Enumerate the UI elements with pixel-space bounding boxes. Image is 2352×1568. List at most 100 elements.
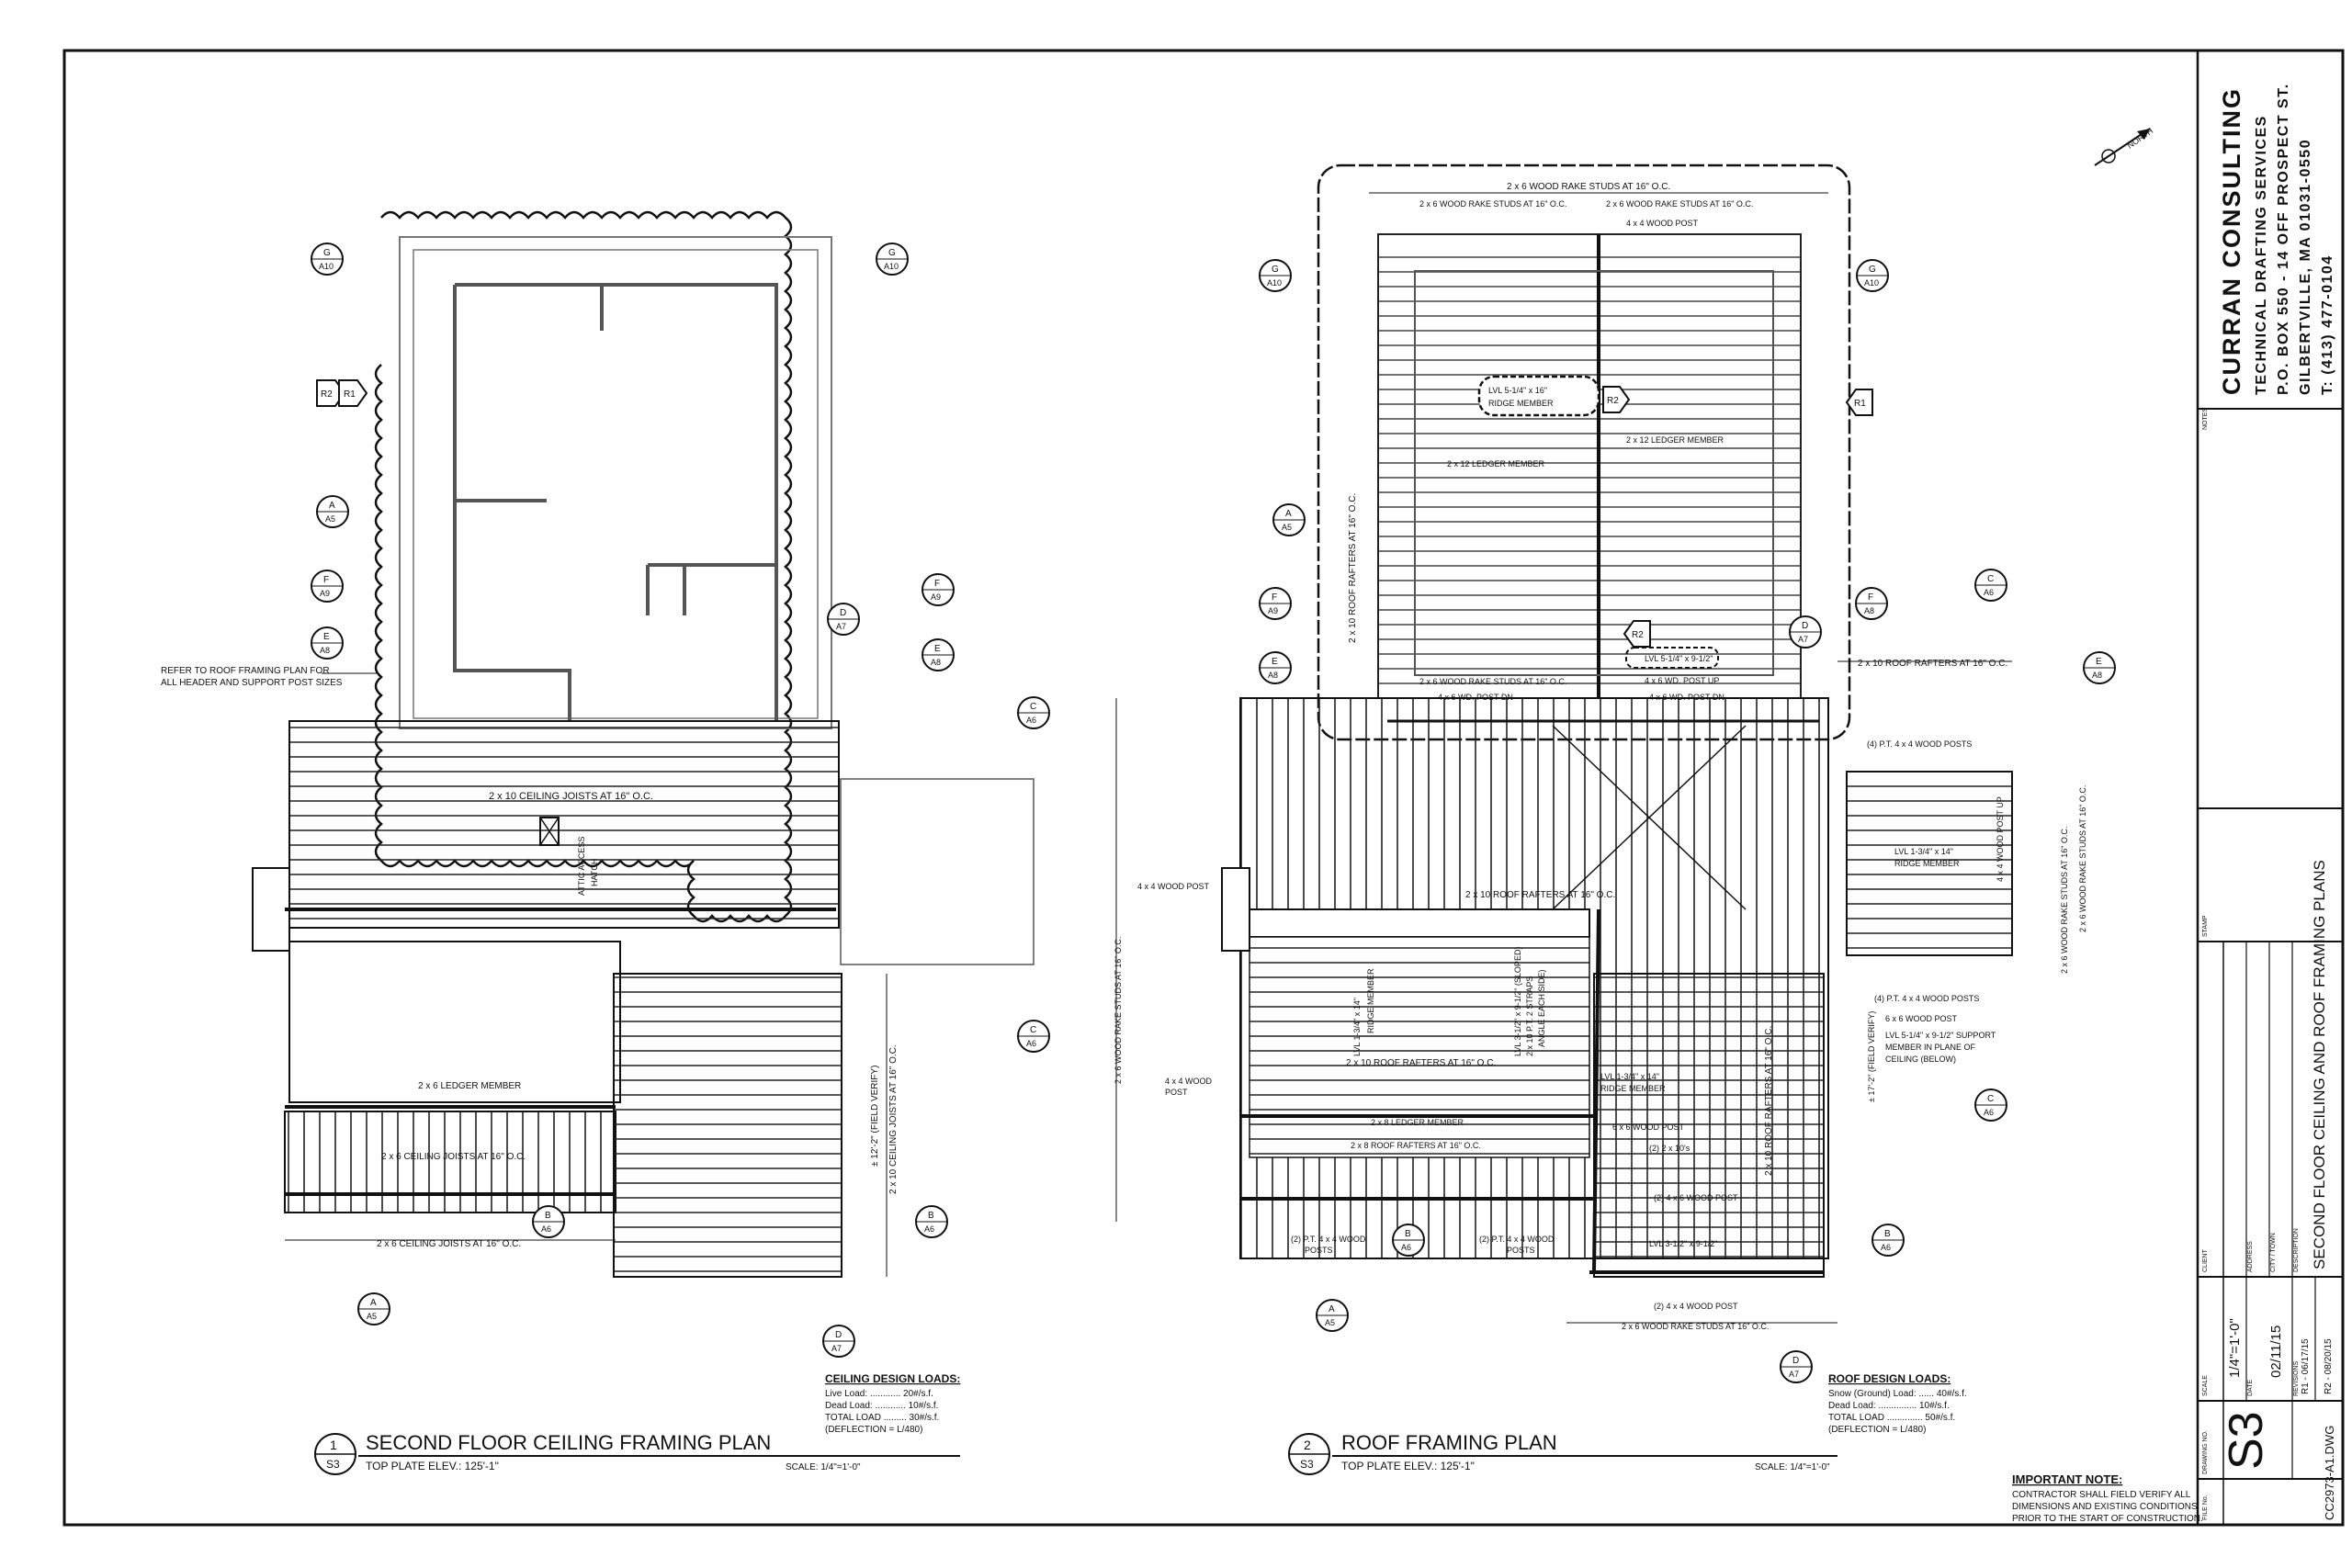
description-text: SECOND FLOOR CEILING AND ROOF FRAMING PL…: [2311, 860, 2328, 1269]
svg-text:A5: A5: [367, 1312, 377, 1321]
roof-load-4: (DEFLECTION = L/480): [1828, 1425, 1926, 1435]
upper-rafter-field: [1378, 243, 1801, 698]
plan-2-subtitle: TOP PLATE ELEV.: 125'-1": [1341, 1460, 1475, 1472]
svg-text:A9: A9: [1268, 606, 1278, 615]
file-no-label: FILE No.: [2202, 1495, 2209, 1520]
svg-text:A7: A7: [1789, 1370, 1799, 1379]
revision-1: R1 - 06/17/15: [2301, 1338, 2311, 1394]
plan-1-sheet: S3: [326, 1458, 340, 1471]
two-2x10-label: (2) 2 x 10's: [1649, 1144, 1690, 1153]
section-marker-d-a7-roof-bottom: DA7: [1780, 1350, 1813, 1383]
svg-text:F: F: [323, 575, 329, 585]
svg-text:E: E: [323, 632, 330, 642]
sheet-border: [62, 49, 2345, 1527]
svg-text:D: D: [840, 608, 846, 618]
section-marker-b-a6-roof-left: BA6: [1392, 1224, 1425, 1257]
svg-text:A8: A8: [2092, 671, 2102, 680]
rafters-2x8: 2 x 8 ROOF RAFTERS AT 16" O.C.: [1351, 1141, 1481, 1150]
roof-loads-title: ROOF DESIGN LOADS:: [1828, 1372, 1951, 1385]
section-marker-r2-roof: R2: [1602, 386, 1631, 413]
section-marker-d-a7: D A7: [827, 603, 860, 636]
plan-1-ceiling-framing: REFER TO ROOF FRAMING PLAN FOR ALL HEADE…: [161, 210, 1035, 1475]
svg-text:A7: A7: [836, 622, 846, 631]
section-marker-d-a7-bottom: DA7: [822, 1325, 855, 1358]
wd-post-dn-1: 4 x 6 WD. POST DN: [1438, 693, 1513, 702]
svg-text:F: F: [934, 579, 940, 589]
refer-note-2: ALL HEADER AND SUPPORT POST SIZES: [161, 678, 343, 688]
drawing-no-label: DRAWING NO.: [2202, 1430, 2209, 1474]
section-marker-b-a6-left: BA6: [532, 1205, 565, 1238]
plan-2-title: ROOF FRAMING PLAN: [1341, 1431, 1557, 1454]
lvl-ridge-label-1: LVL 5-1/4" x 16": [1488, 386, 1547, 395]
roof-load-2: Dead Load: ............... 10#/s.f.: [1828, 1401, 1950, 1411]
firm-name: CURRAN CONSULTING: [2218, 87, 2245, 395]
svg-text:A6: A6: [541, 1224, 551, 1234]
section-marker-a-a5-roof: AA5: [1272, 503, 1306, 536]
svg-text:R1: R1: [344, 389, 356, 400]
rake-studs-top: 2 x 6 WOOD RAKE STUDS AT 16" O.C.: [1507, 182, 1670, 192]
svg-text:A10: A10: [884, 262, 899, 271]
section-marker-b-a6-roof-right: B A6: [1871, 1224, 1905, 1257]
svg-text:A6: A6: [924, 1224, 934, 1234]
section-marker-b-a6-right: BA6: [915, 1205, 948, 1238]
pt-posts-a-1: (2) P.T. 4 x 4 WOOD: [1291, 1235, 1366, 1244]
svg-text:R1: R1: [1854, 399, 1866, 409]
important-note-line-2: DIMENSIONS AND EXISTING CONDITIONS: [2012, 1502, 2198, 1512]
field-verify-17: ± 17'-2" (FIELD VERIFY): [1867, 1011, 1876, 1102]
wd-post-up-label: 4 x 6 WD. POST UP: [1645, 676, 1719, 685]
attic-hatch-label-2: HATCH: [590, 859, 599, 886]
svg-text:A: A: [329, 501, 335, 511]
ceiling-load-2: Dead Load: ............ 10#/s.f.: [825, 1401, 938, 1411]
section-marker-f-a9-roof-right: FA8: [1855, 587, 1888, 620]
ceiling-joists-2x10-vertical: 2 x 10 CEILING JOISTS AT 16" O.C.: [888, 1044, 899, 1194]
pt-posts-a-2: POSTS: [1305, 1246, 1333, 1255]
plan-1-title: SECOND FLOOR CEILING FRAMING PLAN: [366, 1431, 771, 1454]
city-label: CITY / TOWN: [2270, 1233, 2277, 1272]
svg-text:A6: A6: [1984, 1108, 1994, 1117]
section-marker-e-a8-roof-left: EA8: [1259, 651, 1292, 684]
section-marker-f-a9-roof-left: FA9: [1259, 587, 1292, 620]
section-marker-f-a9-left: FA9: [311, 570, 344, 603]
section-marker-a-a5-roof-bottom: AA5: [1316, 1299, 1349, 1332]
post-4x4-west-2b: POST: [1165, 1088, 1188, 1097]
porch-joist-field: [613, 973, 842, 1278]
post-4x4-west-2a: 4 x 4 WOOD: [1165, 1077, 1213, 1086]
svg-text:A7: A7: [1798, 635, 1808, 644]
scale-value: 1/4"=1'-0": [2227, 1318, 2243, 1378]
svg-text:C: C: [1030, 1025, 1036, 1035]
post-6x6-a: 6 x 6 WOOD POST: [1885, 1014, 1958, 1023]
plan-1-scale: SCALE: 1/4"=1'-0": [786, 1462, 861, 1472]
east-rafter-field: [1846, 771, 2013, 956]
posts-4x6: (2) 4 x 6 WOOD POST: [1654, 1193, 1738, 1202]
refer-note-1: REFER TO ROOF FRAMING PLAN FOR: [161, 666, 330, 676]
svg-text:R2: R2: [1607, 396, 1619, 406]
important-note-line-3: PRIOR TO THE START OF CONSTRUCTION.: [2012, 1514, 2203, 1524]
svg-text:A10: A10: [319, 262, 334, 271]
svg-text:A8: A8: [931, 658, 941, 667]
svg-text:A6: A6: [1881, 1243, 1891, 1252]
ceiling-loads-title: CEILING DESIGN LOADS:: [825, 1372, 960, 1385]
lvl-912-label: LVL 5-1/4" x 9-1/2": [1645, 654, 1713, 663]
lvl-14-south-1: LVL 1-3/4" x 14": [1600, 1072, 1659, 1081]
title-block: CURRAN CONSULTING TECHNICAL DRAFTING SER…: [2198, 83, 2343, 1525]
svg-text:A8: A8: [1268, 671, 1278, 680]
plan-1-subtitle: TOP PLATE ELEV.: 125'-1": [366, 1460, 499, 1472]
north-label: NORTH: [2125, 126, 2154, 150]
rake-studs-bottom: 2 x 6 WOOD RAKE STUDS AT 16" O.C.: [1622, 1322, 1769, 1331]
post-4x4-west: 4 x 4 WOOD POST: [1137, 882, 1210, 891]
svg-text:E: E: [934, 644, 941, 654]
section-marker-c-a6-roof-top: CA6: [1974, 569, 2007, 602]
description-label: DESCRIPTION: [2293, 1228, 2300, 1272]
lvl-sloped-a2: RIDGE MEMBER: [1366, 968, 1375, 1033]
lvl-14-east-1: LVL 1-3/4" x 14": [1894, 847, 1953, 856]
svg-text:B: B: [1884, 1229, 1891, 1239]
rafters-mid-label: 2 x 10 ROOF RAFTERS AT 16" O.C.: [1465, 890, 1615, 900]
lvl-sloped-b2: 2 x 10 P.T. 2 STRAPS: [1525, 976, 1534, 1056]
drawing-number: S3: [2220, 1411, 2273, 1470]
svg-text:D: D: [835, 1330, 842, 1340]
lvl-sloped-a: LVL 1-3/4" x 14": [1352, 998, 1362, 1056]
rafters-2x10-vertical-2: 2 x 10 ROOF RAFTERS AT 16" O.C.: [1764, 1026, 1774, 1176]
revisions-label: REVISIONS: [2293, 1361, 2300, 1396]
ledger-2x12-left: 2 x 12 LEDGER MEMBER: [1447, 459, 1545, 468]
